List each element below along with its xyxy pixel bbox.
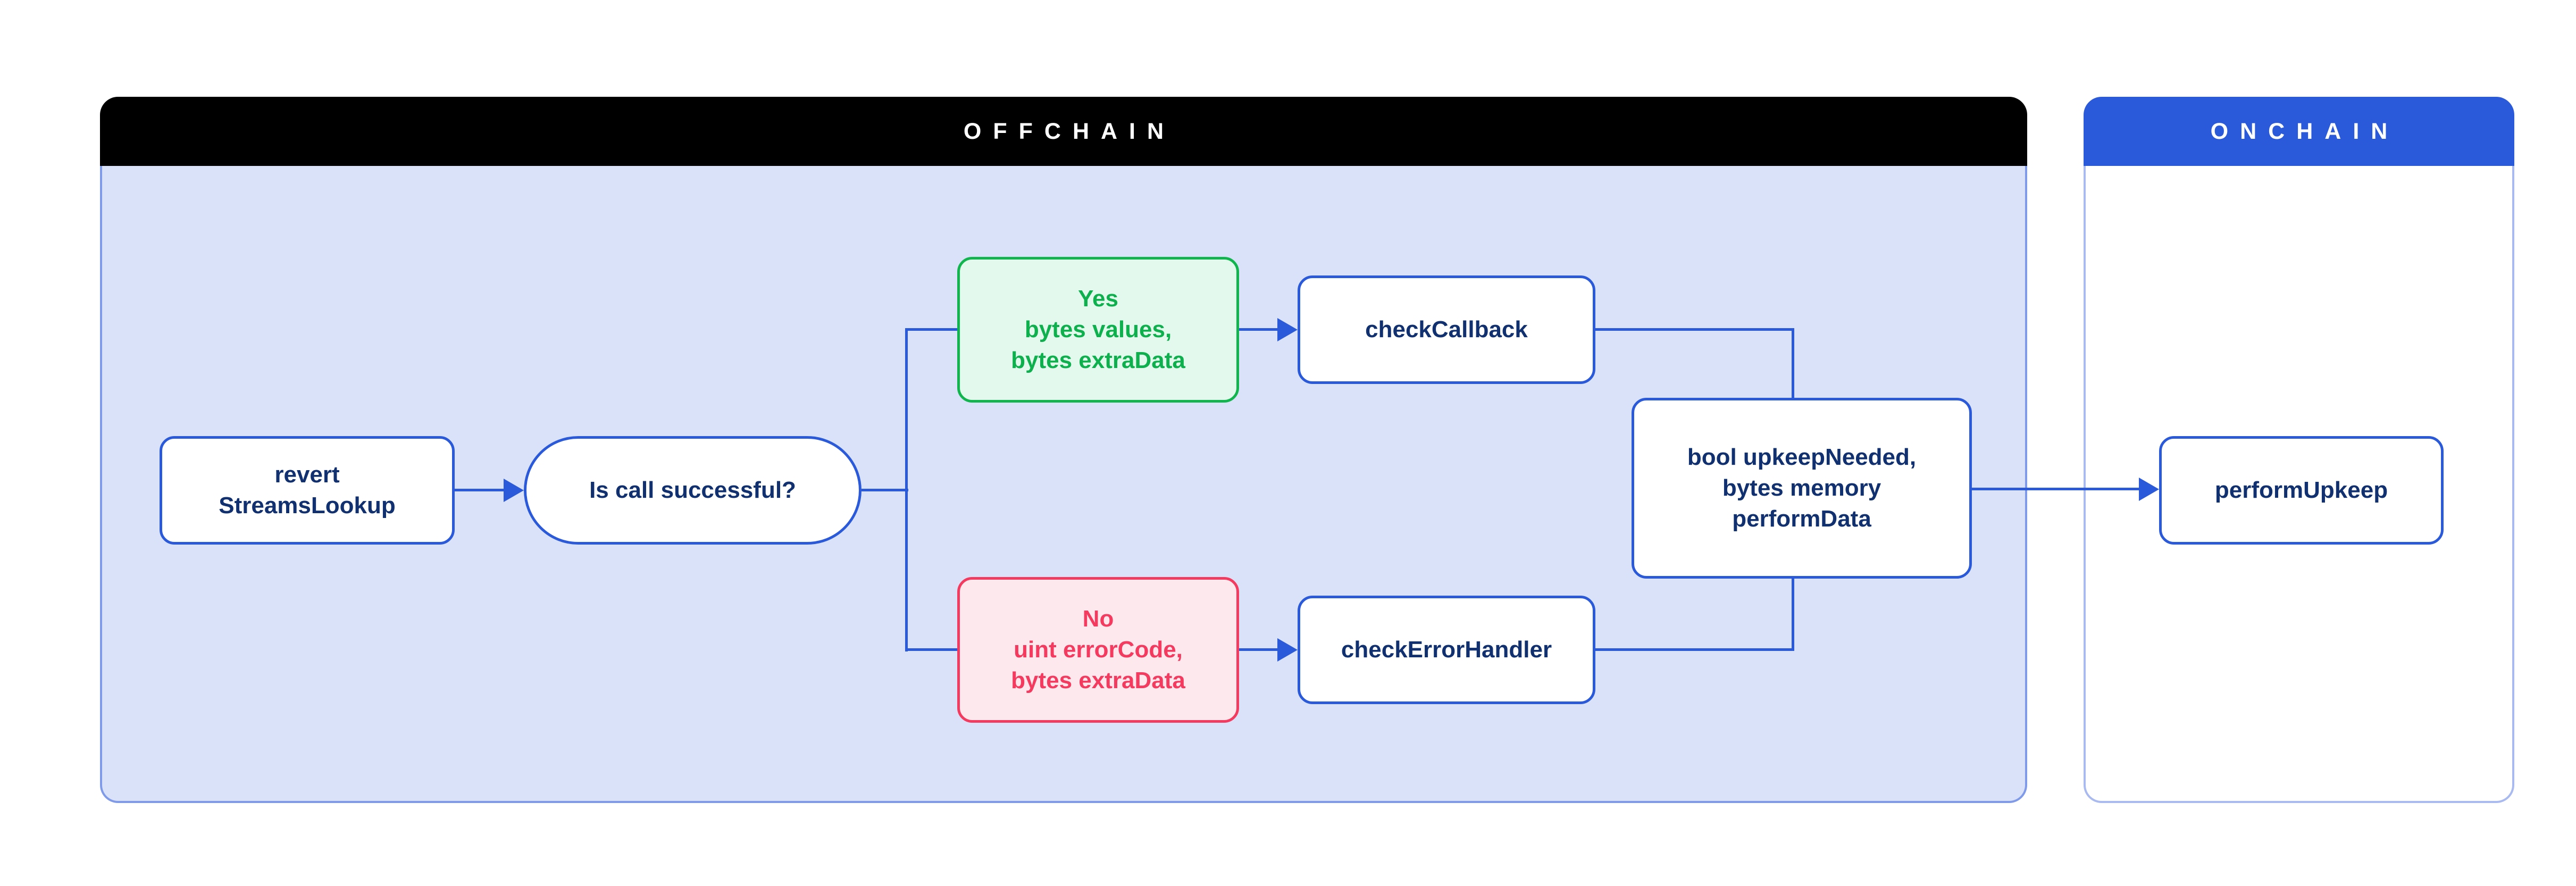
node-no-branch: No uint errorCode, bytes extraData bbox=[957, 577, 1239, 723]
edge-upkeep-to-performupkeep-line bbox=[1972, 488, 2139, 490]
onchain-header: ONCHAIN bbox=[2084, 97, 2514, 166]
node-yes-branch: Yes bytes values, bytes extraData bbox=[957, 257, 1239, 403]
edge-revert-to-decision-line bbox=[455, 489, 504, 491]
node-check-error-handler: checkErrorHandler bbox=[1298, 596, 1595, 704]
node-label-line: Yes bbox=[1078, 286, 1118, 312]
edge-checkcallback-to-upkeep-vline bbox=[1792, 328, 1794, 399]
node-label-line: uint errorCode, bbox=[1014, 637, 1183, 663]
edge-no-to-checkerrorhandler-line bbox=[1239, 648, 1277, 651]
node-is-call-successful: Is call successful? bbox=[524, 436, 862, 545]
offchain-title: OFFCHAIN bbox=[963, 118, 1176, 144]
node-revert-streamslookup: revert StreamsLookup bbox=[160, 436, 455, 545]
branch-vertical-line bbox=[905, 328, 908, 651]
node-label-line: Is call successful? bbox=[589, 477, 796, 503]
edge-checkerrorhandler-to-upkeep-vline bbox=[1792, 577, 1794, 651]
edge-yes-to-checkcallback-arrowhead-icon bbox=[1277, 318, 1298, 341]
node-label-line: performData bbox=[1732, 506, 1871, 532]
node-label-line: No bbox=[1082, 606, 1114, 632]
node-label-line: checkErrorHandler bbox=[1341, 637, 1552, 663]
node-label-line: bytes memory bbox=[1722, 475, 1881, 501]
node-label-line: bytes extraData bbox=[1011, 667, 1185, 693]
edge-no-to-checkerrorhandler-arrowhead-icon bbox=[1277, 638, 1298, 662]
edge-checkerrorhandler-to-upkeep-hline bbox=[1595, 648, 1794, 651]
node-check-callback: checkCallback bbox=[1298, 275, 1595, 384]
node-perform-upkeep: performUpkeep bbox=[2159, 436, 2444, 545]
edge-checkcallback-to-upkeep-hline bbox=[1595, 328, 1794, 331]
node-label-line: revert bbox=[274, 462, 340, 488]
edge-decision-to-branch-line bbox=[862, 489, 908, 491]
edge-branch-to-yes-line bbox=[905, 328, 957, 331]
edge-revert-to-decision-arrowhead-icon bbox=[504, 479, 524, 502]
node-label-line: bool upkeepNeeded, bbox=[1687, 444, 1917, 470]
edge-upkeep-to-performupkeep-arrowhead-icon bbox=[2139, 478, 2159, 501]
onchain-title: ONCHAIN bbox=[2210, 118, 2399, 144]
edge-branch-to-no-line bbox=[905, 648, 957, 651]
node-label-line: StreamsLookup bbox=[219, 492, 396, 519]
node-upkeep-result: bool upkeepNeeded, bytes memory performD… bbox=[1632, 398, 1972, 579]
offchain-header: OFFCHAIN bbox=[100, 97, 2027, 166]
node-label-line: bytes extraData bbox=[1011, 347, 1185, 373]
node-label-line: bytes values, bbox=[1024, 316, 1172, 342]
node-label-line: checkCallback bbox=[1365, 316, 1528, 342]
node-label-line: performUpkeep bbox=[2214, 477, 2388, 503]
edge-yes-to-checkcallback-line bbox=[1239, 328, 1277, 331]
